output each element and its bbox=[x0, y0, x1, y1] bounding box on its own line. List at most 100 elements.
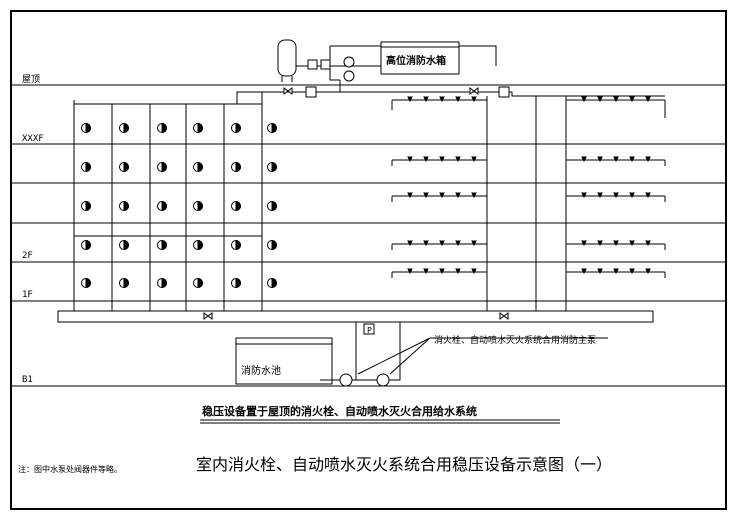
sprinkler-head-icon bbox=[423, 192, 429, 199]
pump-icon bbox=[343, 56, 355, 68]
hydrant-icon-fill bbox=[123, 161, 129, 173]
sprinkler-head-icon bbox=[597, 156, 603, 163]
valve-icon bbox=[203, 312, 213, 320]
gauge-box bbox=[320, 59, 331, 70]
sprinkler-head-icon bbox=[629, 156, 635, 163]
ground-main-pipe bbox=[57, 310, 654, 323]
hydrant-icon-fill bbox=[235, 239, 241, 251]
sprinkler-head-icon bbox=[645, 192, 651, 199]
pump-icon bbox=[343, 70, 355, 82]
hydrant-icon-fill bbox=[235, 161, 241, 173]
sprinkler-top-main bbox=[340, 91, 665, 97]
floor-label-1f: 1F bbox=[22, 290, 33, 300]
hydrant-icon-fill bbox=[235, 277, 241, 289]
high-fire-water-tank bbox=[380, 41, 460, 75]
hydrant-icon-fill bbox=[123, 200, 129, 212]
sprinkler-head-icon bbox=[581, 240, 587, 247]
sprinkler-head-icon bbox=[423, 240, 429, 247]
sprinkler-head-icon bbox=[407, 156, 413, 163]
pressure-gauge-box bbox=[363, 323, 375, 335]
sprinkler-head-icon bbox=[645, 268, 651, 275]
floor-label-2f: 2F bbox=[22, 251, 33, 261]
pressure-vessel bbox=[277, 39, 297, 77]
hydrant-icon-fill bbox=[161, 277, 167, 289]
hydrant-icon-fill bbox=[161, 239, 167, 251]
pool-label: 消防水池 bbox=[241, 366, 281, 377]
valve-icon bbox=[499, 312, 509, 320]
sprinkler-head-icon bbox=[613, 268, 619, 275]
flow-meter bbox=[498, 86, 510, 98]
sprinkler-head-icon bbox=[471, 240, 477, 247]
pump-icon bbox=[376, 373, 390, 387]
sprinkler-head-icon bbox=[645, 96, 651, 103]
sprinkler-head-icon bbox=[471, 96, 477, 103]
sprinkler-head-icon bbox=[613, 96, 619, 103]
gauge-symbol: P bbox=[367, 326, 372, 335]
equipment-pipe bbox=[329, 46, 340, 81]
tank-label: 高位消防水箱 bbox=[386, 56, 446, 67]
sprinkler-head-icon bbox=[597, 268, 603, 275]
hydrant-icon-fill bbox=[85, 122, 91, 134]
hydrant-icon-fill bbox=[161, 161, 167, 173]
hydrant-icon-fill bbox=[235, 200, 241, 212]
sprinkler-head-icon bbox=[581, 192, 587, 199]
hydrant-icon-fill bbox=[197, 277, 203, 289]
hydrant-icon-fill bbox=[85, 277, 91, 289]
sprinkler-head-icon bbox=[597, 240, 603, 247]
sprinkler-head-icon bbox=[407, 96, 413, 103]
sprinkler-head-icon bbox=[629, 192, 635, 199]
hydrant-icon-fill bbox=[197, 200, 203, 212]
hydrant-icon-fill bbox=[235, 122, 241, 134]
gauge-box bbox=[307, 59, 318, 70]
hydrant-icon-fill bbox=[197, 239, 203, 251]
sprinkler-head-icon bbox=[439, 192, 445, 199]
hydrant-icon-fill bbox=[271, 161, 277, 173]
sprinkler-head-icon bbox=[645, 240, 651, 247]
overflow-pipe bbox=[459, 45, 497, 66]
sprinkler-head-icon bbox=[471, 268, 477, 275]
sprinkler-head-icon bbox=[439, 156, 445, 163]
hydrant-icon-fill bbox=[85, 161, 91, 173]
valve-icon bbox=[283, 87, 293, 95]
sprinkler-head-icon bbox=[597, 192, 603, 199]
hydrant-icon-fill bbox=[197, 161, 203, 173]
fire-pool bbox=[235, 337, 333, 385]
sprinkler-head-icon bbox=[471, 192, 477, 199]
main-title: 室内消火栓、自动喷水灭火系统合用稳压设备示意图（一） bbox=[196, 455, 613, 474]
sprinkler-head-icon bbox=[581, 96, 587, 103]
sprinkler-head-icon bbox=[423, 156, 429, 163]
hydrant-icon-fill bbox=[85, 239, 91, 251]
sprinkler-head-icon bbox=[581, 156, 587, 163]
hydrant-icon-fill bbox=[123, 239, 129, 251]
drawing-frame bbox=[10, 10, 727, 510]
valve-icon bbox=[469, 87, 479, 95]
hydrant-icon-fill bbox=[271, 277, 277, 289]
hydrant-icon-fill bbox=[271, 122, 277, 134]
sprinkler-head-icon bbox=[471, 156, 477, 163]
sprinkler-head-icon bbox=[597, 96, 603, 103]
sprinkler-head-icon bbox=[455, 156, 461, 163]
system-title: 稳压设备置于屋顶的消火栓、自动喷水灭火合用给水系统 bbox=[202, 405, 477, 418]
hydrant-icon-fill bbox=[85, 200, 91, 212]
sprinkler-head-icon bbox=[423, 268, 429, 275]
sprinkler-head-icon bbox=[407, 240, 413, 247]
roof-supply-pipe bbox=[236, 80, 341, 104]
sprinkler-head-icon bbox=[423, 96, 429, 103]
floor-label-roof: 屋顶 bbox=[22, 75, 41, 85]
hydrant-icon-fill bbox=[161, 122, 167, 134]
sprinkler-head-icon bbox=[613, 192, 619, 199]
sprinkler-head-icon bbox=[629, 240, 635, 247]
sprinkler-head-icon bbox=[645, 156, 651, 163]
pump-note-leader bbox=[389, 337, 431, 375]
sprinkler-head-icon bbox=[439, 240, 445, 247]
sprinkler-head-icon bbox=[581, 268, 587, 275]
sprinkler-head-icon bbox=[629, 96, 635, 103]
hydrant-icon-fill bbox=[123, 122, 129, 134]
hydrant-icon-fill bbox=[271, 200, 277, 212]
sprinkler-head-icon bbox=[407, 192, 413, 199]
sprinkler-head-icon bbox=[455, 240, 461, 247]
flow-meter bbox=[305, 86, 317, 98]
sprinkler-head-icon bbox=[629, 268, 635, 275]
sprinkler-head-icon bbox=[439, 268, 445, 275]
